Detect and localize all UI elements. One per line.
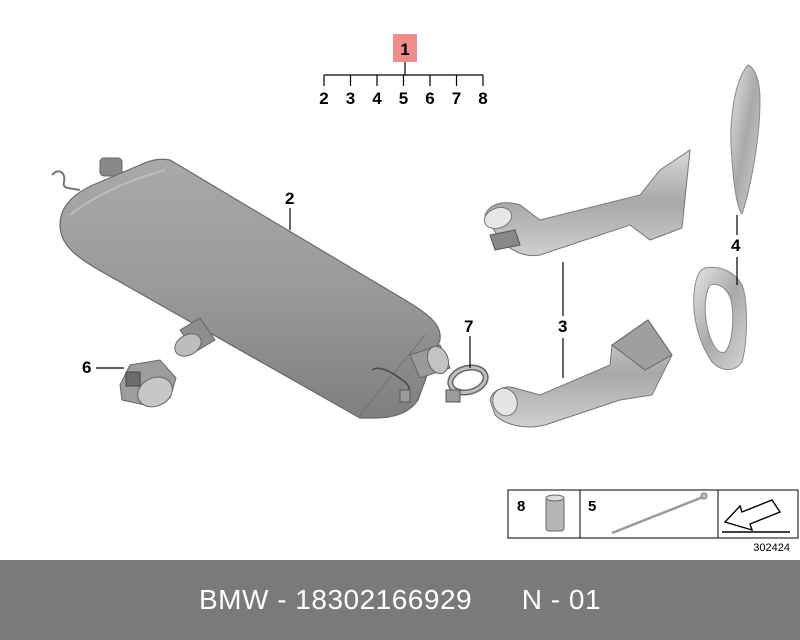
callout-tailpipe: 3 bbox=[558, 317, 567, 336]
highlight-box bbox=[393, 34, 417, 62]
callout-clamp-sleeve: 6 bbox=[82, 358, 91, 377]
clamp-sleeve bbox=[119, 359, 177, 408]
arrow-direction-icon bbox=[722, 499, 790, 533]
legend-tie-label: 5 bbox=[588, 498, 596, 515]
cable-tie-icon bbox=[611, 492, 708, 535]
callout-muffler: 2 bbox=[285, 189, 294, 208]
diagram-number: 302424 bbox=[753, 542, 790, 554]
callout-hose-clamp: 7 bbox=[464, 317, 473, 336]
sleeve-icon bbox=[545, 494, 565, 532]
hose-clamp bbox=[445, 364, 489, 403]
sub-callout-6: 6 bbox=[425, 89, 434, 108]
sub-callout-7: 7 bbox=[452, 89, 461, 108]
sub-callout-8: 8 bbox=[478, 89, 487, 108]
footer-bar: BMW - 18302166929 N - 01 bbox=[0, 560, 800, 640]
legend-box: 8 5 bbox=[507, 489, 799, 539]
part-callouts: 2 3 4 6 7 bbox=[82, 189, 741, 378]
sub-callout-4: 4 bbox=[372, 89, 382, 108]
tailpipe-trim-upper bbox=[730, 64, 761, 215]
legend-sleeve-label: 8 bbox=[517, 498, 525, 515]
rear-muffler bbox=[51, 157, 451, 419]
callout-1: 1 bbox=[400, 40, 409, 59]
footer-part-info: BMW - 18302166929 N - 01 bbox=[198, 584, 602, 615]
tailpipe-upper bbox=[483, 148, 691, 257]
sub-callout-3: 3 bbox=[346, 89, 355, 108]
tailpipe-lower bbox=[489, 319, 673, 428]
sub-callout-5: 5 bbox=[399, 89, 408, 108]
sub-callout-2: 2 bbox=[319, 89, 328, 108]
callout-trim: 4 bbox=[731, 236, 741, 255]
tailpipe-trim-lower bbox=[693, 266, 747, 370]
